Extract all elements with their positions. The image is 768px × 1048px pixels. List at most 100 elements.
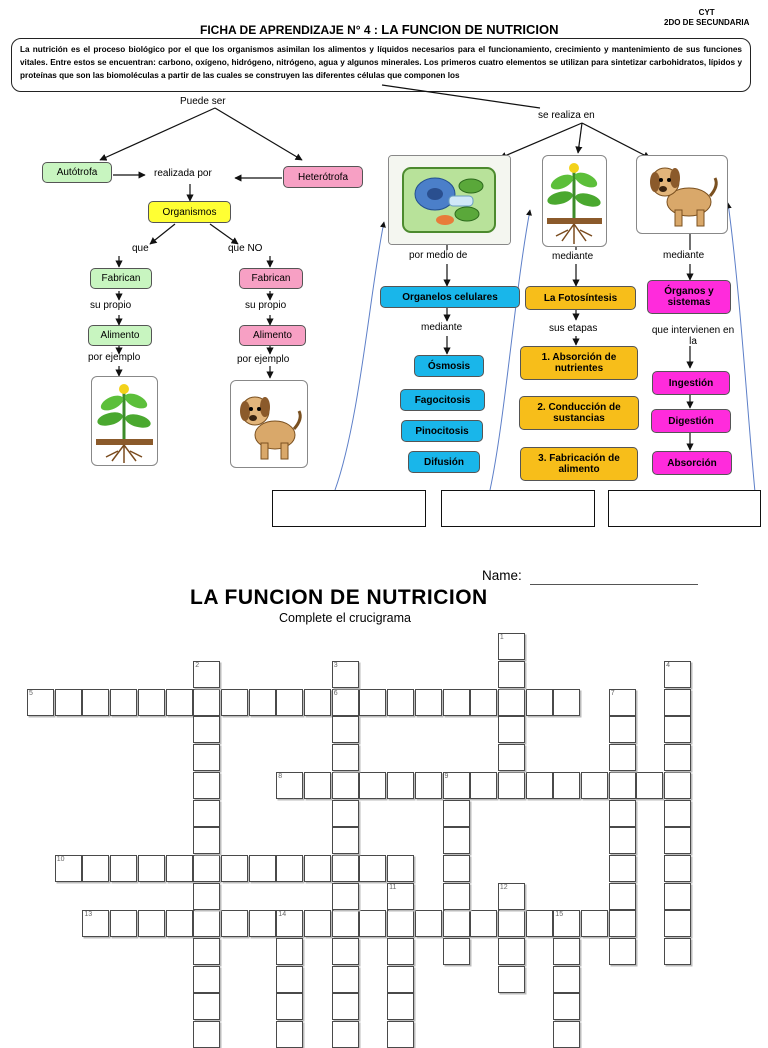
crossword-cell[interactable] bbox=[54, 688, 82, 716]
crossword-cell[interactable] bbox=[608, 938, 636, 965]
crossword-cell[interactable] bbox=[331, 854, 359, 882]
crossword-cell[interactable] bbox=[54, 854, 82, 882]
crossword-cell[interactable] bbox=[497, 938, 525, 965]
crossword-cell[interactable] bbox=[387, 688, 415, 716]
crossword-cell[interactable] bbox=[497, 771, 525, 799]
crossword-cell[interactable] bbox=[414, 910, 442, 938]
crossword-cell[interactable] bbox=[664, 744, 692, 772]
crossword-cell[interactable] bbox=[608, 716, 636, 744]
crossword-cell[interactable] bbox=[525, 910, 553, 938]
crossword-cell[interactable] bbox=[664, 716, 692, 744]
crossword-cell[interactable] bbox=[193, 771, 221, 799]
crossword-cell[interactable] bbox=[553, 1021, 581, 1048]
crossword-cell[interactable] bbox=[276, 771, 304, 799]
crossword-cell[interactable] bbox=[165, 910, 193, 938]
crossword-cell[interactable] bbox=[470, 688, 498, 716]
crossword-cell[interactable] bbox=[442, 882, 470, 910]
crossword-cell[interactable] bbox=[331, 716, 359, 744]
crossword-cell[interactable] bbox=[553, 910, 581, 938]
crossword-cell[interactable] bbox=[331, 882, 359, 910]
crossword-cell[interactable] bbox=[497, 633, 525, 661]
crossword-cell[interactable] bbox=[331, 827, 359, 855]
crossword-cell[interactable] bbox=[276, 1021, 304, 1048]
crossword-cell[interactable] bbox=[193, 882, 221, 910]
crossword-cell[interactable] bbox=[442, 827, 470, 855]
crossword-cell[interactable] bbox=[359, 910, 387, 938]
crossword-cell[interactable] bbox=[82, 688, 110, 716]
crossword-cell[interactable] bbox=[497, 882, 525, 910]
crossword-cell[interactable] bbox=[664, 688, 692, 716]
crossword-cell[interactable] bbox=[193, 910, 221, 938]
crossword-cell[interactable] bbox=[331, 965, 359, 993]
crossword-cell[interactable] bbox=[608, 771, 636, 799]
crossword-cell[interactable] bbox=[387, 965, 415, 993]
crossword-cell[interactable] bbox=[82, 854, 110, 882]
crossword-cell[interactable] bbox=[276, 688, 304, 716]
crossword-cell[interactable] bbox=[276, 938, 304, 965]
crossword-cell[interactable] bbox=[193, 854, 221, 882]
crossword-cell[interactable] bbox=[331, 771, 359, 799]
crossword-cell[interactable] bbox=[248, 910, 276, 938]
crossword-cell[interactable] bbox=[387, 993, 415, 1021]
crossword-cell[interactable] bbox=[497, 688, 525, 716]
crossword-cell[interactable] bbox=[525, 771, 553, 799]
crossword-cell[interactable] bbox=[193, 799, 221, 827]
crossword-cell[interactable] bbox=[220, 910, 248, 938]
crossword-cell[interactable] bbox=[165, 854, 193, 882]
crossword-cell[interactable] bbox=[331, 938, 359, 965]
crossword-cell[interactable] bbox=[470, 910, 498, 938]
crossword-cell[interactable] bbox=[304, 854, 331, 882]
crossword-cell[interactable] bbox=[193, 993, 221, 1021]
crossword-cell[interactable] bbox=[497, 744, 525, 772]
crossword-cell[interactable] bbox=[664, 938, 692, 965]
crossword-cell[interactable] bbox=[193, 1021, 221, 1048]
crossword-cell[interactable] bbox=[304, 910, 331, 938]
crossword-cell[interactable] bbox=[387, 882, 415, 910]
crossword-cell[interactable] bbox=[553, 771, 581, 799]
crossword-cell[interactable] bbox=[664, 910, 692, 938]
crossword-cell[interactable] bbox=[137, 910, 165, 938]
crossword-cell[interactable] bbox=[304, 771, 331, 799]
crossword-cell[interactable] bbox=[193, 827, 221, 855]
crossword-cell[interactable] bbox=[387, 854, 415, 882]
crossword-cell[interactable] bbox=[497, 716, 525, 744]
crossword-cell[interactable] bbox=[553, 938, 581, 965]
crossword-cell[interactable] bbox=[137, 688, 165, 716]
crossword-cell[interactable] bbox=[304, 688, 331, 716]
crossword-cell[interactable] bbox=[442, 799, 470, 827]
crossword-cell[interactable] bbox=[497, 661, 525, 688]
crossword-cell[interactable] bbox=[359, 688, 387, 716]
crossword-cell[interactable] bbox=[331, 688, 359, 716]
crossword-cell[interactable] bbox=[359, 854, 387, 882]
crossword-cell[interactable] bbox=[608, 799, 636, 827]
crossword-cell[interactable] bbox=[442, 771, 470, 799]
crossword-cell[interactable] bbox=[248, 688, 276, 716]
crossword-cell[interactable] bbox=[276, 910, 304, 938]
crossword-cell[interactable] bbox=[359, 771, 387, 799]
crossword-cell[interactable] bbox=[331, 744, 359, 772]
crossword-cell[interactable] bbox=[276, 854, 304, 882]
crossword-cell[interactable] bbox=[470, 771, 498, 799]
crossword-cell[interactable] bbox=[331, 1021, 359, 1048]
crossword-cell[interactable] bbox=[664, 854, 692, 882]
crossword-cell[interactable] bbox=[193, 965, 221, 993]
answer-box-3[interactable] bbox=[608, 490, 761, 527]
crossword-cell[interactable] bbox=[664, 827, 692, 855]
crossword-cell[interactable] bbox=[331, 993, 359, 1021]
crossword-cell[interactable] bbox=[581, 910, 608, 938]
crossword-cell[interactable] bbox=[137, 854, 165, 882]
crossword-cell[interactable] bbox=[276, 965, 304, 993]
crossword-cell[interactable] bbox=[608, 882, 636, 910]
crossword-cell[interactable] bbox=[553, 993, 581, 1021]
crossword-cell[interactable] bbox=[220, 854, 248, 882]
crossword-cell[interactable] bbox=[387, 938, 415, 965]
crossword-cell[interactable] bbox=[387, 1021, 415, 1048]
crossword-cell[interactable] bbox=[608, 854, 636, 882]
crossword-cell[interactable] bbox=[193, 716, 221, 744]
name-input-line[interactable] bbox=[530, 584, 698, 585]
crossword-cell[interactable] bbox=[442, 854, 470, 882]
crossword-cell[interactable] bbox=[193, 744, 221, 772]
crossword-cell[interactable] bbox=[331, 661, 359, 688]
answer-box-1[interactable] bbox=[272, 490, 426, 527]
crossword-cell[interactable] bbox=[525, 688, 553, 716]
